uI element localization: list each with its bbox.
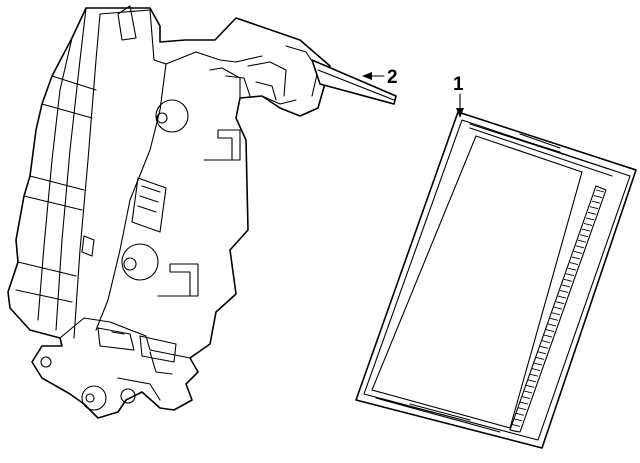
connector-pin <box>523 390 533 394</box>
connector-pin <box>553 306 563 310</box>
connector-pin <box>541 340 551 344</box>
connector-pin <box>567 267 577 271</box>
control-module <box>355 111 637 449</box>
mounting-bracket <box>7 5 397 419</box>
connector-pin <box>581 228 591 232</box>
connector-pin <box>535 357 545 360</box>
connector-pin <box>525 384 535 388</box>
connector-pin <box>569 262 579 265</box>
connector-pin <box>585 217 595 221</box>
connector-pin <box>583 223 593 226</box>
connector-pin <box>549 317 559 321</box>
pin-header <box>509 189 605 433</box>
connector-pin <box>519 401 529 405</box>
connector-pin <box>555 301 565 305</box>
connector-pin <box>571 256 581 260</box>
connector-pin <box>515 412 525 416</box>
connector-pin <box>537 351 547 355</box>
callout-2-label: 2 <box>387 67 398 88</box>
connector-pin <box>587 211 597 215</box>
connector-pin <box>513 418 523 422</box>
callout-1: 1 <box>453 74 464 118</box>
connector-pin <box>593 195 603 199</box>
connector-pin <box>579 234 589 238</box>
connector-pin <box>577 239 587 243</box>
connector-pin <box>529 373 539 377</box>
connector-pin <box>563 278 573 282</box>
connector-pin <box>589 206 599 210</box>
connector-pin <box>561 284 571 288</box>
connector-pin <box>575 245 585 249</box>
connector-pin <box>531 368 541 372</box>
callout-1-label: 1 <box>453 74 464 95</box>
connector-pin <box>521 396 531 399</box>
connector-pin <box>509 429 519 433</box>
connector-pin <box>557 295 567 299</box>
connector-pin <box>573 250 583 254</box>
connector-pin <box>559 290 569 293</box>
connector-pin <box>527 379 537 383</box>
connector-pin <box>551 312 561 316</box>
connector-pin <box>591 200 601 204</box>
connector-pin <box>511 423 521 427</box>
connector-pin <box>533 362 543 366</box>
connector-pin <box>547 323 557 327</box>
connector-pin <box>517 407 527 411</box>
callout-2: 2 <box>362 67 398 88</box>
connector-pin <box>539 345 549 349</box>
connector-pin <box>565 273 575 277</box>
connector-pin <box>595 189 605 193</box>
connector-pin <box>545 329 555 332</box>
connector-pin <box>543 334 553 338</box>
